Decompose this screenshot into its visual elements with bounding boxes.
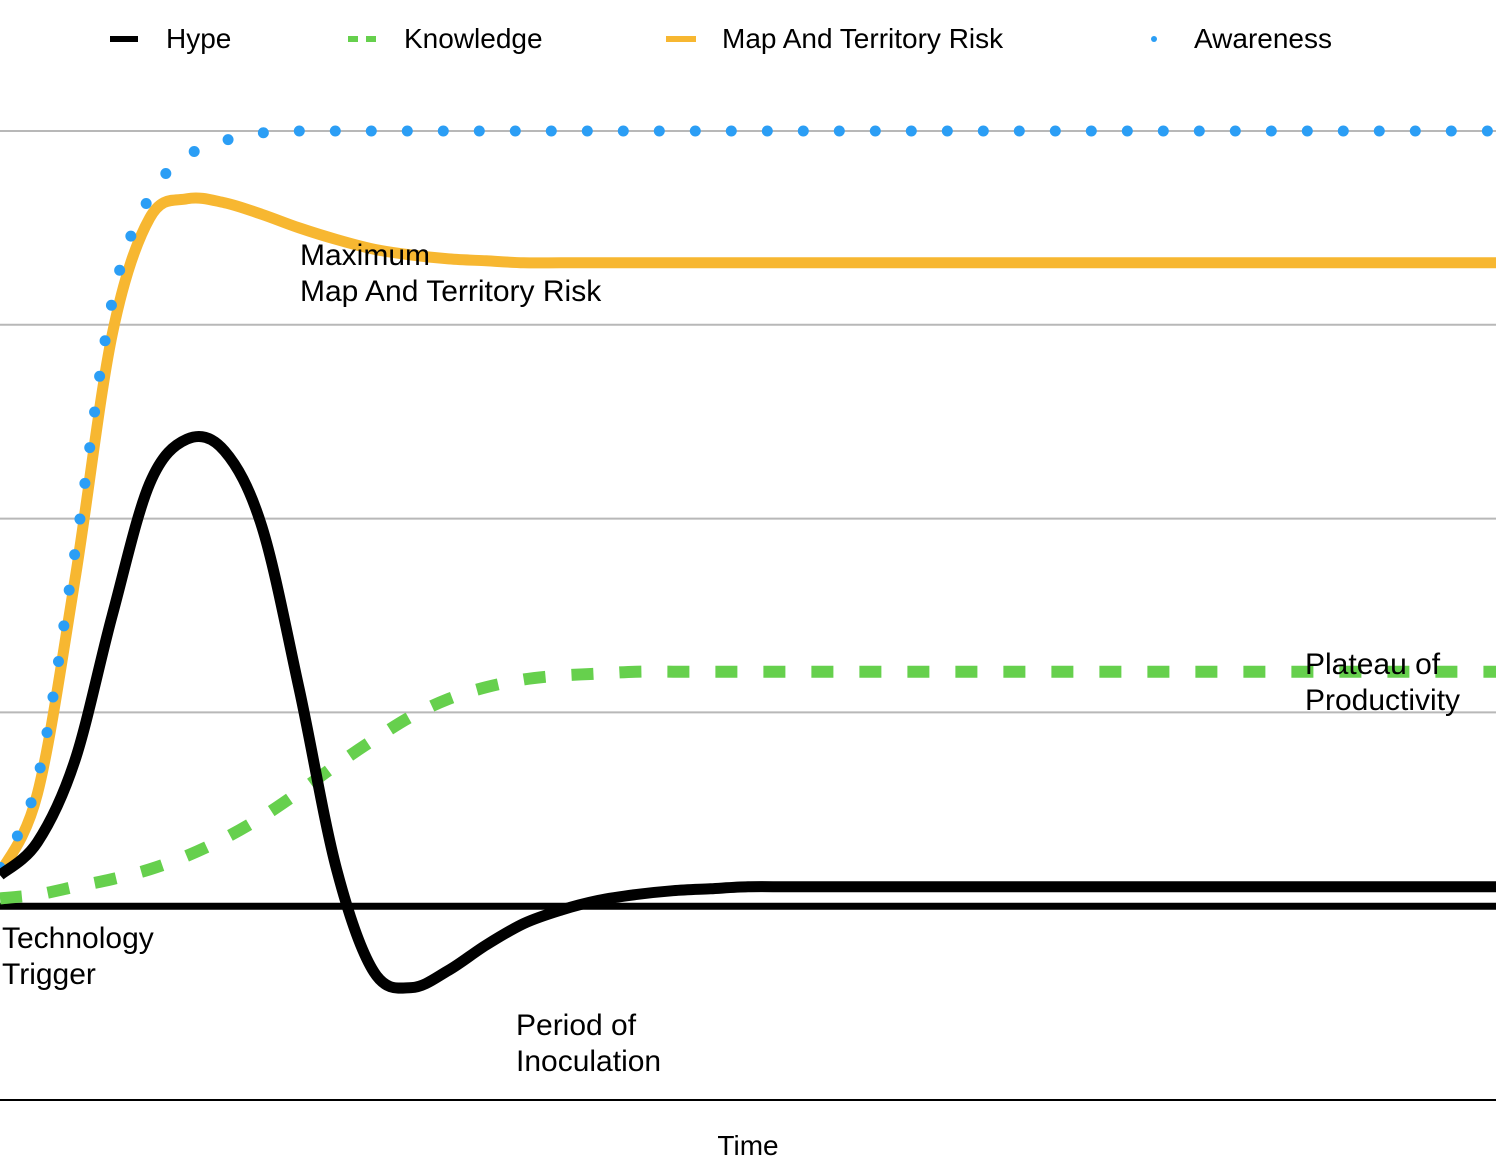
- series-line-knowledge: [0, 665, 1496, 905]
- gridlines: [0, 130, 1496, 714]
- series-lines: [0, 125, 1496, 994]
- legend-swatch-hype: [108, 29, 148, 49]
- x-axis-label: Time: [717, 1130, 779, 1161]
- annotation-line: Maximum: [300, 239, 431, 272]
- legend-item-map-risk: Map And Territory Risk: [664, 22, 1003, 56]
- legend-item-knowledge: Knowledge: [346, 22, 543, 56]
- legend-swatch-map-risk: [664, 29, 704, 49]
- annotation-plateau-of-productivity: Plateau of Productivity: [1305, 647, 1460, 719]
- annotation-line: Trigger: [2, 958, 96, 991]
- annotation-period-of-inoculation: Period of Inoculation: [516, 1008, 661, 1080]
- legend-label-awareness: Awareness: [1194, 23, 1333, 54]
- series-line-map-and-territory-risk: [0, 192, 1496, 876]
- series-line-hype: [0, 431, 1496, 994]
- annotation-line: Productivity: [1305, 684, 1461, 717]
- annotation-technology-trigger: Technology Trigger: [2, 921, 154, 993]
- annotation-line: Period of: [516, 1009, 637, 1042]
- annotation-line: Technology: [2, 922, 154, 955]
- legend-item-hype: Hype: [108, 22, 231, 56]
- legend-label-knowledge: Knowledge: [404, 23, 543, 54]
- legend-label-map-risk: Map And Territory Risk: [722, 23, 1004, 54]
- series-line-awareness: [0, 125, 1496, 873]
- annotation-maximum-risk: Maximum Map And Territory Risk: [300, 238, 601, 310]
- legend-swatch-knowledge: [346, 29, 386, 49]
- legend-swatch-awareness: [1136, 29, 1176, 49]
- annotation-line: Inoculation: [516, 1045, 662, 1078]
- legend-item-awareness: Awareness: [1136, 22, 1332, 56]
- legend-label-hype: Hype: [166, 23, 232, 54]
- annotation-line: Plateau of: [1305, 648, 1441, 681]
- annotation-line: Map And Territory Risk: [300, 275, 602, 308]
